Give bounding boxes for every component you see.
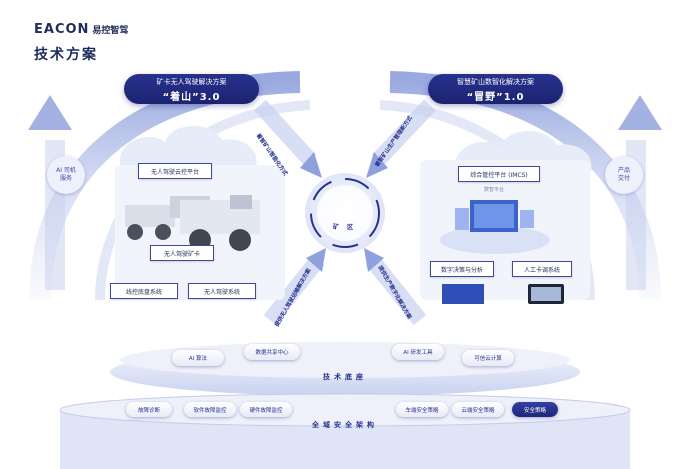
digital-decision-box: 数字决策与分析 bbox=[430, 261, 494, 277]
right-solution-pill: 智慧矿山数智化解决方案 “冒野”1.0 bbox=[428, 74, 563, 104]
imcs-platform-box: 综合管控平台 (IMCS) bbox=[458, 166, 540, 182]
tech-chip-trusted-cloud: 可信云计算 bbox=[462, 350, 514, 366]
tech-chip-data-sharing: 数据共享中心 bbox=[244, 344, 300, 360]
digital-platform-label: 数智平台 bbox=[484, 187, 505, 193]
safety-chip-security-strategy: 安全策略 bbox=[512, 402, 558, 417]
right-pill-subtitle: 智慧矿山数智化解决方案 bbox=[457, 78, 534, 86]
driverless-truck-box: 无人驾驶矿卡 bbox=[150, 245, 214, 261]
safety-architecture-label: 全域安全架构 bbox=[312, 421, 378, 429]
drive-by-wire-chassis-box: 线控底盘系统 bbox=[110, 283, 178, 299]
right-pill-title: “冒野”1.0 bbox=[466, 92, 525, 103]
dispatch-system-box: 人工卡调系统 bbox=[512, 261, 572, 277]
mining-area-label: 矿 区 bbox=[333, 224, 357, 231]
safety-chip-software-monitor: 软件故障监控 bbox=[184, 402, 236, 417]
safety-chip-fault-diagnosis: 故障诊断 bbox=[126, 402, 172, 417]
left-pill-title: “着山”3.0 bbox=[162, 92, 221, 103]
product-delivery-label: 产品 交付 bbox=[617, 167, 630, 182]
page-title: 技术方案 bbox=[34, 47, 98, 63]
tech-platform-label: 技术底座 bbox=[323, 373, 367, 381]
ai-driver-service-label: AI 司机 服务 bbox=[56, 167, 76, 182]
driverless-system-box: 无人驾驶系统 bbox=[188, 283, 256, 299]
product-delivery-badge: 产品 交付 bbox=[605, 156, 643, 194]
tech-chip-ai-dev-tools: AI 研发工具 bbox=[392, 344, 444, 360]
ai-driver-service-badge: AI 司机 服务 bbox=[47, 156, 85, 194]
logo-text: EACON bbox=[34, 22, 90, 37]
cloud-control-platform-box: 无人驾驶云控平台 bbox=[138, 163, 212, 179]
left-pill-subtitle: 矿卡无人驾驶解决方案 bbox=[156, 78, 227, 86]
left-solution-pill: 矿卡无人驾驶解决方案 “着山”3.0 bbox=[124, 74, 259, 104]
safety-chip-vehicle-strategy: 车端安全策略 bbox=[396, 402, 448, 417]
logo-cn: 易控智驾 bbox=[92, 26, 129, 36]
safety-chip-hardware-monitor: 硬件故障监控 bbox=[240, 402, 292, 417]
safety-chip-cloud-strategy: 云端安全策略 bbox=[452, 402, 504, 417]
tech-chip-ai-algorithm: AI 算法 bbox=[172, 350, 224, 366]
